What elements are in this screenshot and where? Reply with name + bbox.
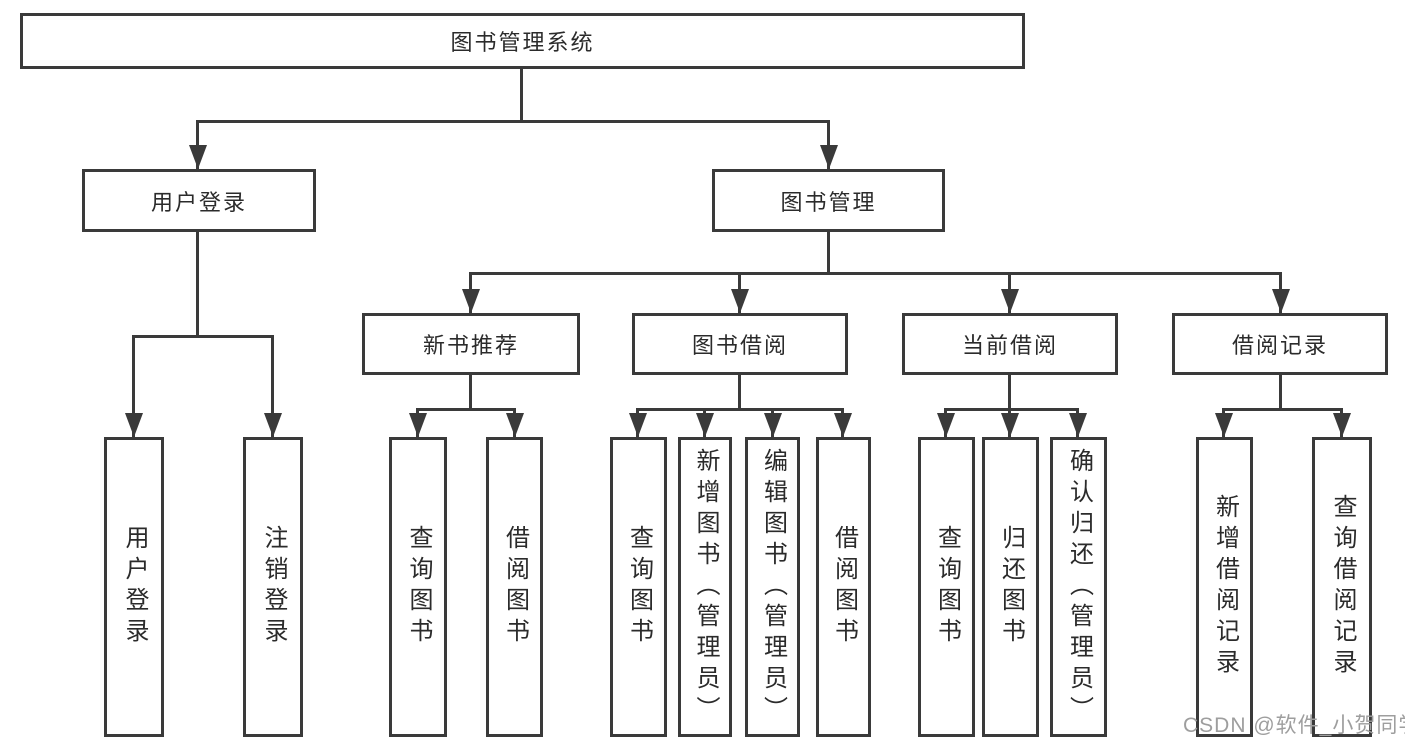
- connector-book-borrow-branch: [636, 408, 844, 411]
- leaf-user-login-label: 用户登录: [121, 525, 148, 649]
- leaf-confirm-return-admin-label: 确认归还（管理员）: [1065, 447, 1093, 727]
- leaf-edit-books-admin-label: 编辑图书（管理员）: [759, 447, 787, 727]
- connector-book-borrow-stub: [738, 375, 741, 408]
- leaf-query-borrow-record-label: 查询借阅记录: [1329, 494, 1356, 680]
- connector-to-leaf-user-login: [132, 335, 135, 437]
- leaf-borrow-books-recommend: 借阅图书: [486, 437, 543, 737]
- leaf-logout-label: 注销登录: [260, 525, 287, 649]
- connector-to-leaf-add-borrow-record: [1222, 408, 1225, 437]
- connector-borrow-records-branch: [1222, 408, 1343, 411]
- node-current-borrow-label: 当前借阅: [961, 333, 1058, 358]
- leaf-add-books-admin-label: 新增图书（管理员）: [692, 447, 719, 727]
- connector-root-stub: [520, 69, 523, 120]
- connector-to-leaf-edit-books-admin: [771, 408, 774, 437]
- connector-new-book-stub: [469, 375, 472, 408]
- connector-to-leaf-query-borrow-record: [1340, 408, 1343, 437]
- leaf-query-books-current-label: 查询图书: [933, 525, 961, 649]
- leaf-borrow-books: 借阅图书: [816, 437, 871, 737]
- leaf-borrow-books-label: 借阅图书: [830, 525, 858, 649]
- leaf-add-borrow-record-label: 新增借阅记录: [1211, 494, 1239, 680]
- connector-to-leaf-query-books-recommend: [416, 408, 419, 437]
- connector-to-current-borrow: [1008, 272, 1011, 313]
- node-borrow-records-label: 借阅记录: [1231, 333, 1328, 358]
- connector-to-borrow-records: [1279, 272, 1282, 313]
- node-book-borrow-label: 图书借阅: [691, 333, 788, 358]
- leaf-logout: 注销登录: [243, 437, 303, 737]
- connector-new-book-branch: [416, 408, 516, 411]
- node-new-book-recommend: 新书推荐: [362, 313, 580, 375]
- node-book-management: 图书管理: [712, 169, 945, 232]
- connector-current-borrow-branch: [944, 408, 1079, 411]
- leaf-query-borrow-record: 查询借阅记录: [1312, 437, 1372, 737]
- connector-current-borrow-stub: [1008, 375, 1011, 408]
- node-root: 图书管理系统: [20, 13, 1025, 69]
- connector-to-leaf-borrow-books: [841, 408, 844, 437]
- connector-book-mgmt-stub: [827, 232, 830, 272]
- connector-to-user-login: [196, 120, 199, 169]
- connector-to-leaf-query-books-current: [944, 408, 947, 437]
- connector-to-leaf-confirm-return: [1076, 408, 1079, 437]
- node-new-book-recommend-label: 新书推荐: [422, 333, 519, 358]
- connector-book-mgmt-branch: [469, 272, 1282, 275]
- leaf-query-books-borrow-label: 查询图书: [625, 525, 653, 649]
- leaf-add-books-admin: 新增图书（管理员）: [678, 437, 732, 737]
- connector-to-leaf-add-books-admin: [703, 408, 706, 437]
- node-book-borrow: 图书借阅: [632, 313, 848, 375]
- connector-user-login-stub: [196, 232, 199, 335]
- leaf-return-books-label: 归还图书: [997, 525, 1025, 649]
- node-borrow-records: 借阅记录: [1172, 313, 1388, 375]
- leaf-confirm-return-admin: 确认归还（管理员）: [1050, 437, 1107, 737]
- leaf-return-books: 归还图书: [982, 437, 1039, 737]
- leaf-user-login: 用户登录: [104, 437, 164, 737]
- connector-to-leaf-borrow-books-recommend: [513, 408, 516, 437]
- node-user-login-label: 用户登录: [150, 189, 247, 215]
- node-book-management-label: 图书管理: [780, 189, 877, 215]
- node-root-label: 图书管理系统: [450, 30, 595, 55]
- watermark-text: CSDN @软件_小贺同学: [1183, 714, 1405, 737]
- node-user-login: 用户登录: [82, 169, 316, 232]
- node-current-borrow: 当前借阅: [902, 313, 1118, 375]
- connector-user-login-branch: [132, 335, 274, 338]
- connector-root-branch: [196, 120, 830, 123]
- leaf-borrow-books-recommend-label: 借阅图书: [501, 525, 529, 649]
- connector-to-leaf-query-books-borrow: [636, 408, 639, 437]
- connector-to-leaf-return-books: [1008, 408, 1011, 437]
- leaf-query-books-recommend-label: 查询图书: [405, 525, 432, 649]
- leaf-edit-books-admin: 编辑图书（管理员）: [745, 437, 800, 737]
- leaf-add-borrow-record: 新增借阅记录: [1196, 437, 1253, 737]
- connector-to-book-borrow: [738, 272, 741, 313]
- leaf-query-books-current: 查询图书: [918, 437, 975, 737]
- connector-to-leaf-logout: [271, 335, 274, 437]
- leaf-query-books-recommend: 查询图书: [389, 437, 447, 737]
- connector-borrow-records-stub: [1279, 375, 1282, 408]
- leaf-query-books-borrow: 查询图书: [610, 437, 667, 737]
- connector-to-book-management: [827, 120, 830, 169]
- connector-to-new-book-recommend: [469, 272, 472, 313]
